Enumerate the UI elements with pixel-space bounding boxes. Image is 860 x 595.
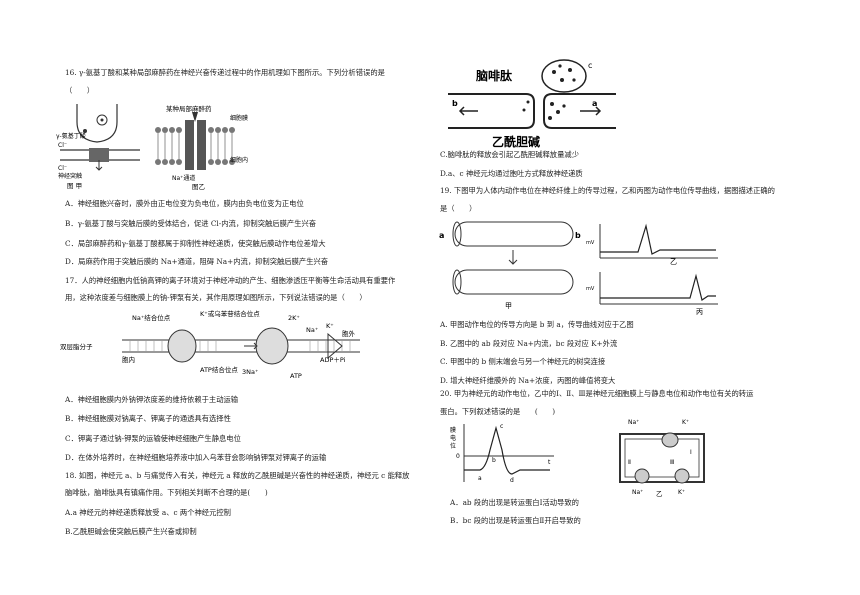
na-outside-label: Na⁺ (306, 326, 318, 334)
neuron-a-label: a (592, 99, 597, 108)
bilayer-label: 双层脂分子 (60, 342, 93, 351)
na-channel-label: Na⁺通道 (172, 174, 195, 182)
membrane-label: 细胞膜 (230, 114, 248, 122)
bing-mv-label: mV (586, 286, 595, 292)
atp-label: ATP (290, 372, 302, 380)
na-binding-site-label: Na⁺结合位点 (132, 313, 171, 322)
cell-inside-label: 细胞内 (230, 156, 248, 164)
q16-option-a: A．神经细胞兴奋时，膜外由正电位变为负电位，膜内由负电位变为正电位 (65, 199, 304, 208)
q19-option-a: A. 甲图动作电位的传导方向是 b 到 a，传导曲线对应于乙图 (440, 320, 634, 329)
synapse-label: 神经突触 (58, 172, 82, 180)
q18-stem-line1: 18. 如图，神经元 a、b 与痛觉传入有关，神经元 a 释放的乙酰胆碱是兴奋性… (65, 471, 410, 480)
q19-option-c: C. 甲图中的 b 侧末端会与另一个神经元的树突连接 (440, 357, 606, 366)
q20-option-b: B．bc 段的出现是转运蛋白Ⅱ开启导致的 (450, 516, 581, 525)
fig20-yi-caption: 乙 (656, 490, 663, 498)
q16-figure-b: 某种局部麻醉药 细胞膜 细胞内 Na⁺通道 图乙 (155, 104, 248, 190)
protein-i-label: Ⅰ (690, 449, 692, 456)
q18-stem-line2: 脑啡肽，脑啡肽具有镇痛作用。下列相关判断不合理的是( ) (65, 488, 268, 497)
q18-figure: 脑啡肽 c b a 乙酰胆碱 (448, 59, 616, 149)
atp-binding-site-label: ATP结合位点 (200, 365, 238, 374)
outside-label: 胞外 (342, 329, 356, 338)
q16-stem-line2: （ ） (65, 86, 95, 95)
q17-figure: Na⁺结合位点 K⁺或乌苯苷结合位点 2K⁺ Na⁺ K⁺ 胞外 双层脂分子 胞… (60, 309, 360, 380)
inside-label: 胞内 (122, 355, 135, 364)
q19-option-b: B. 乙图中的 ab 段对应 Na+内流，bc 段对应 K+外流 (440, 339, 618, 348)
q17-stem-line2: 用，这种浓度差与细胞膜上的钠-钾泵有关，其作用原理如图所示，下列说法错误的是（ … (65, 293, 367, 302)
q18-option-b: B.乙酰胆碱会使突触后膜产生兴奋或抑制 (65, 527, 197, 536)
protein-ii-label: Ⅱ (628, 459, 631, 466)
point-b-label: b (492, 457, 496, 464)
q19-option-d: D. 增大神经纤维膜外的 Na+浓度，丙图的峰值将变大 (440, 376, 616, 385)
q20-figure-jia: 膜 电 位 0 a b c d t (450, 423, 554, 484)
zero-label: 0 (456, 453, 460, 460)
q16-stem-line1: 16. γ-氨基丁酸和某种局部麻醉药在神经兴奋传递过程中的作用机理如下图所示。下… (65, 68, 385, 77)
q20-option-a: A．ab 段的出现是转运蛋白Ⅰ活动导致的 (450, 498, 579, 507)
cl-label-bottom: Cl⁻ (58, 165, 67, 172)
q19-figure-yi: mV 乙 (586, 223, 718, 266)
ylabel-1: 膜 (450, 426, 456, 434)
3na-label: 3Na⁺ (242, 368, 258, 376)
fig19-yi-caption: 乙 (670, 258, 677, 266)
neuron-c-label: c (588, 61, 592, 70)
fiber-b-label: b (575, 231, 581, 240)
2k-label: 2K⁺ (288, 314, 300, 322)
k-top-label: K⁺ (682, 419, 689, 426)
fig16-b-caption: 图乙 (192, 183, 206, 190)
yi-mv-label: mV (586, 240, 595, 246)
neuron-b-label: b (452, 99, 458, 108)
adp-label: ADP＋Pi (320, 356, 346, 364)
q19-figure-jia: a b 甲 (439, 221, 581, 310)
k-outside-label: K⁺ (326, 322, 334, 330)
anesthetic-label: 某种局部麻醉药 (166, 104, 212, 113)
q17-option-b: B．神经细胞膜对钠离子、钾离子的通透具有选择性 (65, 414, 231, 423)
q17-option-d: D．在体外培养时，在神经细胞培养液中加入乌苯苷会影响钠钾泵对钾离子的运输 (65, 453, 327, 462)
fig16-a-caption: 图 甲 (67, 182, 82, 190)
q20-figure-yi: Na⁺ K⁺ Ⅰ Ⅱ Ⅲ Na⁺ K⁺ 乙 (619, 419, 705, 498)
na-top-label: Na⁺ (628, 419, 639, 426)
ylabel-2: 电 (450, 434, 456, 442)
acetylcholine-label: 乙酰胆碱 (492, 134, 540, 149)
time-label: t (548, 459, 551, 466)
na-bottom-label: Na⁺ (632, 489, 643, 496)
protein-iii-label: Ⅲ (670, 459, 674, 466)
gaba-label: γ-氨基丁酸 (56, 132, 86, 140)
q17-stem-line1: 17．人的神经细胞内低钠高钾的离子环境对于神经冲动的产生、细胞渗透压平衡等生命活… (65, 276, 396, 285)
k-binding-site-label: K⁺或乌苯苷结合位点 (200, 309, 260, 318)
fig19-jia-caption: 甲 (505, 302, 512, 310)
q19-stem-line1: 19. 下图甲为人体内动作电位在神经纤维上的传导过程，乙和丙图为动作电位传导曲线… (440, 186, 775, 195)
q20-stem-line2: 蛋白。下列叙述错误的是 ( ) (440, 407, 556, 416)
q16-option-d: D．局麻药作用于突触后膜的 Na+通道，阻碍 Na+内流，抑制突触后膜产生兴奋 (65, 257, 329, 266)
q18-option-c: C.脑啡肽的释放会引起乙酰胆碱释放量减少 (440, 150, 579, 159)
enkephalin-label: 脑啡肽 (475, 68, 513, 83)
q17-option-a: A．神经细胞膜内外钠钾浓度差的维持依赖于主动运输 (65, 395, 239, 404)
q20-stem-line1: 20. 甲为神经元的动作电位，乙中的Ⅰ、Ⅱ、Ⅲ是神经元细胞膜上与静息电位和动作电… (440, 389, 754, 398)
point-a-label: a (478, 475, 482, 482)
point-d-label: d (510, 477, 514, 484)
q19-stem-line2: 是（ ） (440, 204, 477, 213)
point-c-label: c (500, 423, 503, 430)
q19-figure-bing: mV 丙 (586, 272, 718, 316)
q16-option-c: C．局部麻醉药和γ-氨基丁酸都属于抑制性神经递质，使突触后膜动作电位差增大 (65, 239, 326, 248)
k-bottom-label: K⁺ (678, 489, 685, 496)
q18-option-a: A.a 神经元的神经递质释放受 a、c 两个神经元控制 (65, 508, 231, 517)
q16-option-b: B．γ-氨基丁酸与突触后膜的受体结合，促进 Cl-内流，抑制突触后膜产生兴奋 (65, 219, 317, 228)
fig19-bing-caption: 丙 (696, 308, 703, 316)
ylabel-3: 位 (450, 442, 456, 450)
q16-figure-a: γ-氨基丁酸 Cl⁻ Cl⁻ 神经突触 图 甲 (56, 104, 140, 190)
fiber-a-label: a (439, 231, 444, 240)
cl-label-top: Cl⁻ (58, 142, 67, 149)
q18-option-d: D.a、c 神经元均通过胞吐方式释放神经递质 (440, 169, 583, 178)
q17-option-c: C．钾离子通过钠-钾泵的运输使神经细胞产生静息电位 (65, 434, 241, 443)
